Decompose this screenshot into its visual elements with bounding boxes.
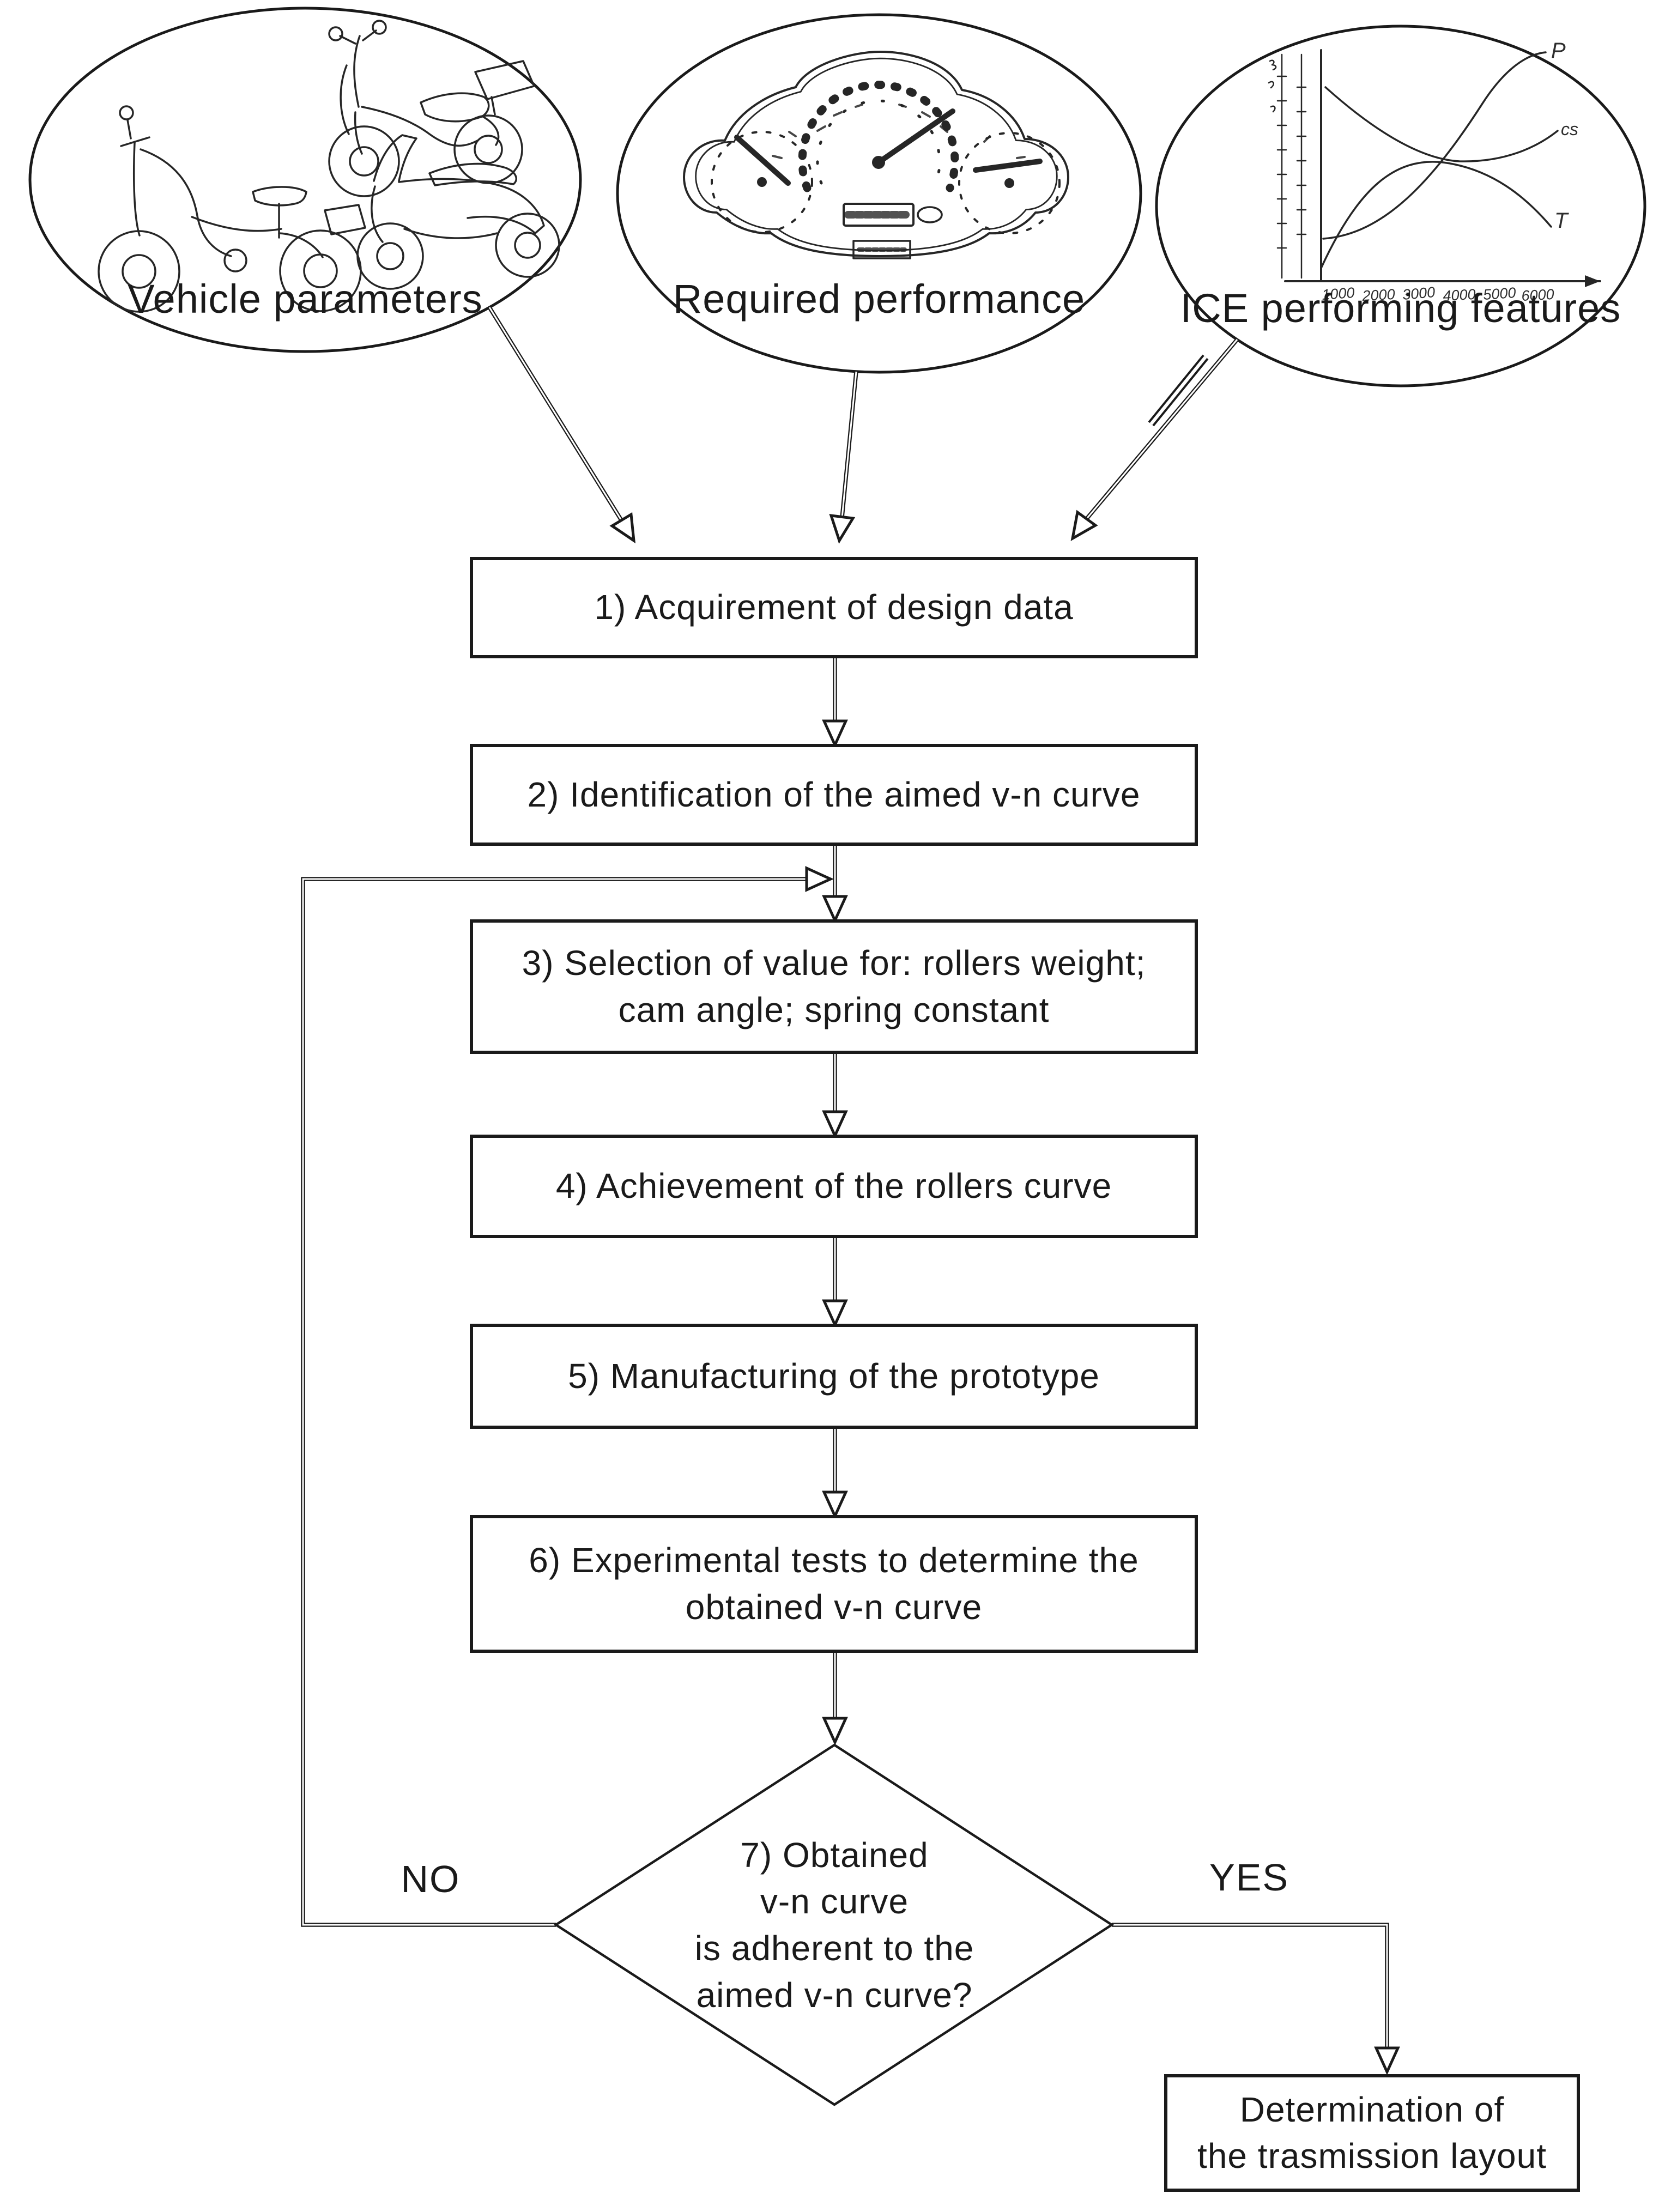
- ellipse-required-performance: [616, 13, 1142, 374]
- yes-branch-label: YES: [1209, 1856, 1289, 1899]
- x-tick: 6000: [1521, 286, 1555, 304]
- x-tick: 1000: [1321, 284, 1355, 303]
- input-label-required-performance: Required performance: [673, 276, 1086, 322]
- dashboard-icon: [683, 51, 1069, 259]
- arrow-vehicle-to-step1: [487, 306, 636, 544]
- engine-graph-icon: [1268, 49, 1601, 287]
- arrow-performance-to-step1: [829, 371, 858, 544]
- engine-graph-labels: P cs T 1000 2000 3000 4000 5000 6000: [1321, 39, 1578, 304]
- curve-label-power: P: [1551, 39, 1566, 63]
- curve-label-consumption: cs: [1561, 119, 1578, 139]
- step-box-6: 6) Experimental tests to determine the o…: [470, 1515, 1198, 1653]
- arrow-ice-to-step1: [1070, 338, 1239, 541]
- decision-label: 7) Obtained v-n curve is adherent to the…: [694, 1835, 974, 2015]
- x-tick: 5000: [1482, 284, 1516, 303]
- ellipse-ice-performing-features: [1155, 25, 1646, 387]
- step-box-4: 4) Achievement of the rollers curve: [470, 1135, 1198, 1238]
- no-branch-label: NO: [401, 1858, 461, 1900]
- x-tick: 2000: [1361, 286, 1396, 304]
- yes-branch-arrow: [1112, 1923, 1400, 2076]
- ellipse-vehicle-parameters: [28, 7, 582, 353]
- curve-label-torque: T: [1554, 209, 1569, 233]
- step-box-2: 2) Identification of the aimed v-n curve: [470, 744, 1198, 846]
- result-box: Determination of the trasmission layout: [1164, 2074, 1580, 2192]
- magnifier-handle-icon: [1148, 354, 1209, 427]
- step-box-3: 3) Selection of value for: rollers weigh…: [470, 919, 1198, 1054]
- input-label-ice-performing-features: ICE performing features: [1180, 285, 1621, 331]
- x-tick: 3000: [1402, 284, 1436, 303]
- x-tick: 4000: [1443, 286, 1476, 304]
- step-box-1: 1) Acquirement of design data: [470, 557, 1198, 658]
- step-connector-arrows: [822, 658, 848, 1746]
- no-loop-arrow: [301, 866, 834, 1927]
- step-box-5: 5) Manufacturing of the prototype: [470, 1324, 1198, 1429]
- vehicles-icon: [98, 20, 560, 313]
- decision-diamond: [553, 1743, 1115, 2106]
- input-label-vehicle-parameters: Vehicle parameters: [128, 276, 483, 322]
